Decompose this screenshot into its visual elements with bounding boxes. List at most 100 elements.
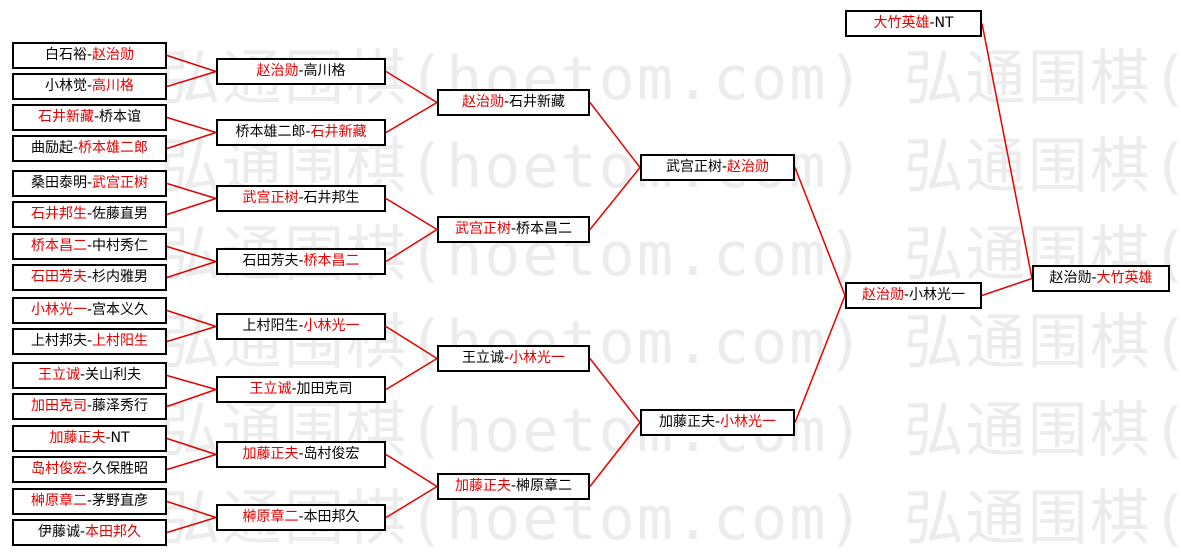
separator: -: [503, 94, 510, 110]
connector-line: [166, 70, 217, 88]
winner-name: 赵治勋: [461, 94, 504, 110]
round3-match-3: 王立诚-小林光一: [437, 345, 590, 372]
separator: -: [86, 175, 93, 191]
round2-match-7: 加藤正夫-岛村俊宏: [216, 441, 386, 468]
winner-name: 大竹英雄: [1096, 270, 1153, 286]
separator: -: [305, 124, 311, 140]
player-name: 宫本义久: [92, 302, 149, 318]
round1-match-3: 石井新藏-桥本谊: [12, 104, 167, 131]
separator: -: [510, 478, 517, 494]
winner-name: 加田克司: [30, 398, 87, 414]
separator: -: [1091, 270, 1097, 286]
winner-name: 武宫正树: [454, 221, 511, 237]
round1-match-4: 曲励起-桥本雄二郎: [12, 135, 167, 162]
connector-line: [166, 325, 217, 343]
player-name: 杉内雅男: [92, 269, 149, 285]
winner-name: 榊原章二: [242, 509, 299, 525]
winner-name: 加藤正夫: [242, 446, 299, 462]
separator: -: [86, 206, 93, 222]
separator: -: [86, 398, 93, 414]
round2-match-4: 石田芳夫-桥本昌二: [216, 248, 386, 275]
connector-line: [166, 374, 217, 391]
separator: -: [86, 78, 93, 94]
connector-line: [794, 167, 846, 296]
winner-name: 王立诚: [249, 381, 292, 397]
winner-name: 石井新藏: [37, 109, 94, 125]
player-name: 曲励起: [30, 140, 73, 156]
player-name: 关山利夫: [85, 367, 142, 383]
connector-line: [385, 325, 438, 360]
round2-match-2: 桥本雄二郎-石井新藏: [216, 119, 386, 146]
player-name: 桥本谊: [99, 109, 142, 125]
player-name: 伊藤诚: [37, 524, 80, 540]
separator: -: [86, 238, 93, 254]
round1-match-11: 王立诚-关山利夫: [12, 362, 167, 389]
connector-line: [166, 516, 217, 534]
round5-match-1: 赵治勋-小林光一: [845, 282, 982, 309]
separator: -: [298, 190, 304, 206]
winner-name: 小林光一: [720, 414, 777, 430]
separator: -: [86, 333, 93, 349]
winner-name: 榊原章二: [30, 493, 87, 509]
separator: -: [86, 269, 93, 285]
separator: -: [79, 367, 86, 383]
winner-name: 桥本雄二郎: [78, 140, 149, 156]
player-name: 久保胜昭: [92, 461, 149, 477]
separator: -: [298, 253, 304, 269]
separator: -: [714, 414, 721, 430]
separator: -: [298, 318, 304, 334]
player-name: 加田克司: [296, 381, 353, 397]
separator: -: [510, 221, 517, 237]
winner-name: 上村阳生: [92, 333, 149, 349]
connector-line: [166, 131, 217, 150]
winner-name: 岛村俊宏: [30, 461, 87, 477]
separator: -: [72, 140, 79, 156]
connector-line: [589, 358, 641, 423]
player-name: 榊原章二: [516, 478, 573, 494]
winner-name: 赵治勋: [92, 47, 135, 63]
winner-name: 赵治勋: [727, 159, 770, 175]
connector-line: [166, 453, 217, 471]
connector-line: [385, 357, 438, 391]
player-name: 桑田泰明: [30, 175, 87, 191]
final-match: 赵治勋-大竹英雄: [1032, 265, 1170, 292]
separator: -: [503, 350, 510, 366]
round1-match-10: 上村邦夫-上村阳生: [12, 328, 167, 355]
round1-match-14: 岛村俊宏-久保胜昭: [12, 456, 167, 483]
player-name: 桥本雄二郎: [235, 124, 306, 140]
separator: -: [298, 63, 304, 79]
player-name: 上村邦夫: [30, 333, 87, 349]
connector-line: [166, 388, 217, 408]
player-name: 岛村俊宏: [303, 446, 360, 462]
connector-line: [385, 228, 438, 263]
separator: -: [929, 15, 935, 31]
player-name: 佐藤直男: [92, 206, 149, 222]
winner-name: 大竹英雄: [873, 15, 930, 31]
winner-name: 武宫正树: [92, 175, 149, 191]
connector-line: [589, 422, 641, 487]
connector-line: [589, 167, 641, 230]
player-name: 桥本昌二: [516, 221, 573, 237]
separator: -: [79, 524, 86, 540]
challenger-match: 大竹英雄-NT: [845, 10, 982, 37]
round2-match-8: 榊原章二-本田邦久: [216, 504, 386, 531]
player-name: 白石裕: [44, 47, 87, 63]
round2-match-3: 武宫正树-石井邦生: [216, 185, 386, 212]
connector-line: [166, 116, 217, 134]
round1-match-7: 桥本昌二-中村秀仁: [12, 233, 167, 260]
player-name: 赵治勋: [1049, 270, 1092, 286]
player-name: 加藤正夫: [658, 414, 715, 430]
connector-line: [166, 309, 217, 328]
separator: -: [105, 430, 111, 446]
winner-name: 小林光一: [509, 350, 566, 366]
separator: -: [291, 381, 297, 397]
connector-line: [166, 54, 217, 73]
winner-name: 加藤正夫: [49, 430, 106, 446]
winner-name: 本田邦久: [85, 524, 142, 540]
round1-match-12: 加田克司-藤泽秀行: [12, 393, 167, 420]
round1-match-8: 石田芳夫-杉内雅男: [12, 264, 167, 291]
connector-line: [794, 295, 846, 423]
winner-name: 小林光一: [303, 318, 360, 334]
separator: -: [903, 287, 910, 303]
